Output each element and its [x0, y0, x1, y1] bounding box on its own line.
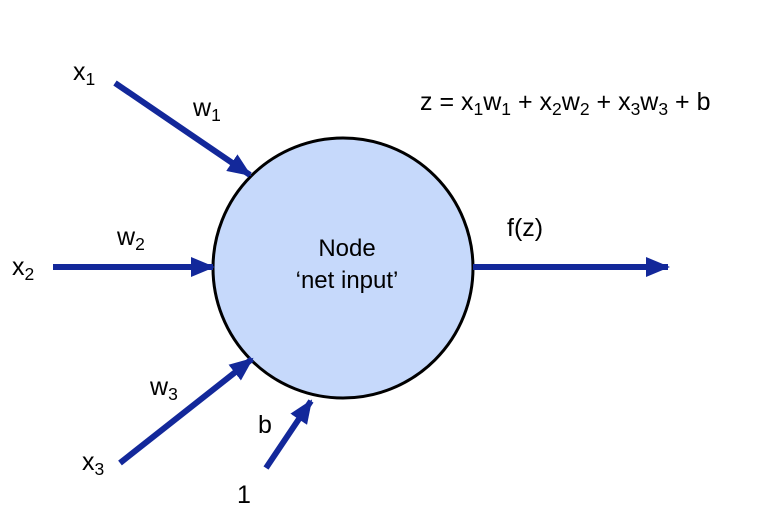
- output-fz-label: f(z): [507, 214, 544, 242]
- arrow-x3-to-node: [118, 356, 254, 466]
- input-bias-one-label: 1: [237, 481, 251, 509]
- net-input-formula: z = x1w1 + x2w2 + x3w3 + b: [420, 88, 711, 119]
- weight-w2-label: w2: [117, 223, 145, 254]
- input-x1-label: x1: [73, 58, 96, 89]
- weight-w1-label: w1: [193, 94, 221, 125]
- node-label-line1: Node: [318, 235, 376, 262]
- bias-b-label: b: [258, 411, 272, 439]
- arrow-x1-to-node: [113, 80, 252, 178]
- input-x3-label: x3: [82, 448, 105, 479]
- node-label-line2: ‘net input’: [295, 267, 399, 294]
- weight-w3-label: w3: [150, 373, 178, 404]
- arrow-bias-to-node: [263, 399, 314, 470]
- input-x2-label: x2: [12, 253, 35, 284]
- node-label: Node ‘net input’: [222, 233, 472, 297]
